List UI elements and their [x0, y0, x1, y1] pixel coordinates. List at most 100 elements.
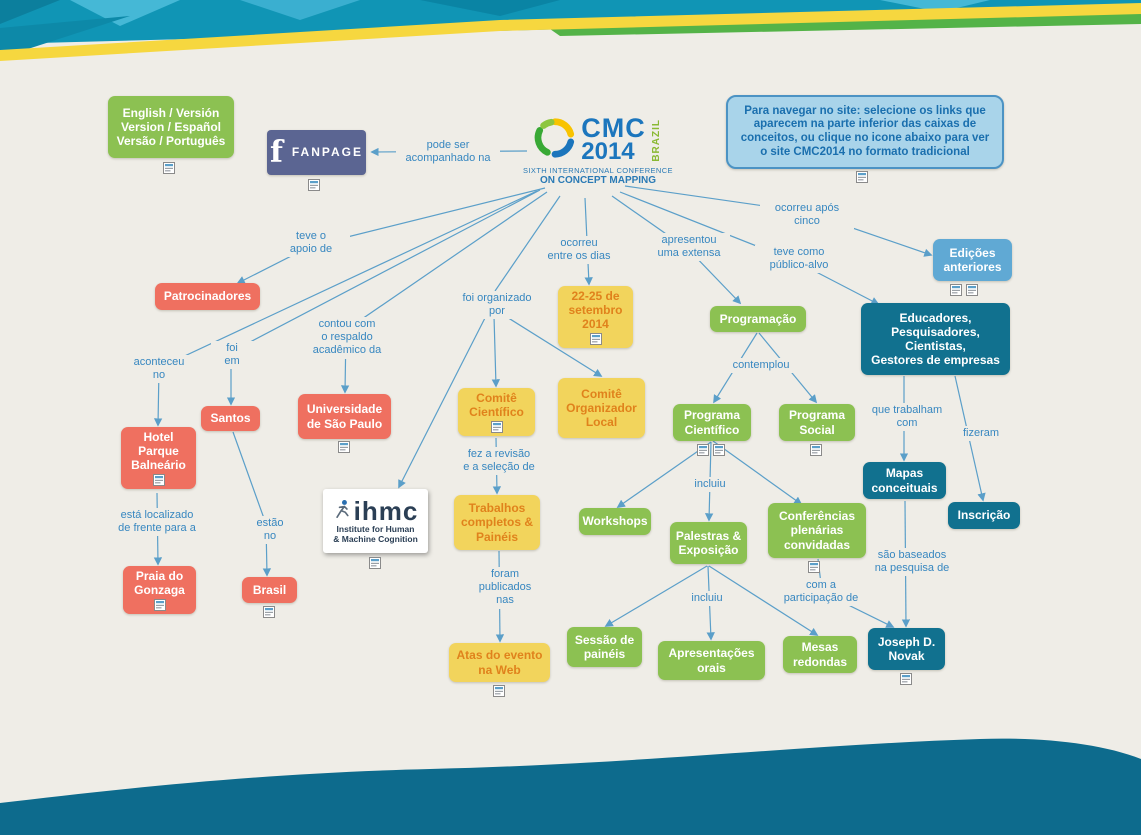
node-programa-social[interactable]: Programa Social — [779, 404, 855, 441]
fanpage-resource-icons — [308, 179, 320, 191]
bottom-wave — [0, 738, 1141, 835]
programacao-label: Programação — [719, 311, 797, 326]
novak-resource-icons — [900, 673, 912, 685]
link-incluiu-1: incluiu — [683, 477, 737, 493]
node-santos[interactable]: Santos — [201, 406, 260, 431]
cmc-swirl-icon — [534, 117, 576, 164]
resource-icon[interactable] — [263, 606, 275, 618]
brasil-resource-icons — [263, 606, 275, 618]
node-programa-cientifico[interactable]: Programa Científico — [673, 404, 751, 441]
node-navigation-info[interactable]: Para navegar no site: selecione os links… — [726, 95, 1004, 169]
edicoes-label: Edições anteriores — [943, 245, 1002, 274]
node-patrocinadores[interactable]: Patrocinadores — [155, 283, 260, 310]
link-estao-no: estão no — [246, 516, 294, 545]
link-organizado: foi organizado por — [448, 291, 546, 320]
atas-label: Atas do evento na Web — [456, 648, 543, 677]
edicoes-resource-icons — [950, 284, 978, 296]
link-trabalham: que trabalham com — [861, 403, 953, 432]
link-teve-publico: teve como público-alvo — [755, 245, 843, 274]
resource-icon[interactable] — [966, 284, 978, 296]
node-workshops[interactable]: Workshops — [579, 508, 651, 535]
node-language-versions[interactable]: English / Versión Version / Español Vers… — [108, 96, 234, 158]
node-language-label: English / Versión Version / Español Vers… — [116, 105, 226, 149]
resource-icon[interactable] — [697, 444, 709, 456]
ihmc-name: ihmc — [353, 495, 419, 526]
ihmc-subtitle: Institute for Human & Machine Cognition — [333, 523, 418, 544]
node-brasil[interactable]: Brasil — [242, 577, 297, 603]
resource-icon[interactable] — [493, 685, 505, 697]
workshops-label: Workshops — [582, 514, 648, 529]
node-universidade-sao-paulo[interactable]: Universidade de São Paulo — [298, 394, 391, 439]
node-mapas-conceituais[interactable]: Mapas conceituais — [863, 462, 946, 499]
resource-icon[interactable] — [308, 179, 320, 191]
node-fanpage[interactable]: f FANPAGE — [267, 130, 366, 175]
node-praia-do-gonzaga[interactable]: Praia do Gonzaga — [123, 566, 196, 615]
conferencias-label: Conferências plenárias convidadas — [778, 509, 856, 552]
palestras-label: Palestras & Exposição — [675, 528, 742, 557]
language-resource-icons — [163, 162, 175, 174]
top-banner — [0, 0, 1141, 61]
fanpage-label: FANPAGE — [291, 145, 364, 160]
node-comite-organizador-local[interactable]: Comitê Organizador Local — [558, 378, 645, 438]
node-atas-evento[interactable]: Atas do evento na Web — [449, 643, 550, 682]
node-comite-cientifico[interactable]: Comitê Científico — [458, 388, 535, 437]
brasil-label: Brasil — [252, 582, 287, 597]
logo-brazil-text: BRAZIL — [650, 118, 662, 162]
node-trabalhos-completos[interactable]: Trabalhos completos & Painéis — [454, 495, 540, 550]
comite-local-label: Comitê Organizador Local — [566, 386, 637, 430]
ihmc-running-man-icon — [333, 499, 351, 522]
logo-subtitle-2: ON CONCEPT MAPPING — [539, 175, 657, 187]
link-aconteceu: aconteceu no — [124, 355, 194, 384]
node-joseph-novak[interactable]: Joseph D. Novak — [868, 628, 945, 670]
link-contou: contou com o respaldo acadêmico da — [300, 317, 394, 359]
resource-icon[interactable] — [152, 474, 165, 487]
node-datas[interactable]: 22-25 de setembro 2014 — [558, 286, 633, 349]
node-mesas-redondas[interactable]: Mesas redondas — [783, 636, 857, 673]
link-foram-publicados: foram publicados nas — [468, 567, 542, 609]
ihmc-resource-icons — [369, 557, 381, 569]
conferencias-resource-icons — [808, 561, 820, 573]
navigation-info-text: Para navegar no site: selecione os links… — [740, 104, 990, 158]
santos-label: Santos — [210, 411, 251, 426]
resource-icon[interactable] — [713, 444, 725, 456]
resource-icon[interactable] — [338, 441, 350, 453]
resource-icon[interactable] — [900, 673, 912, 685]
node-programacao[interactable]: Programação — [710, 306, 806, 332]
educadores-label: Educadores, Pesquisadores, Cientistas, G… — [871, 310, 1000, 368]
praia-label: Praia do Gonzaga — [134, 569, 185, 598]
resource-icon[interactable] — [153, 599, 166, 612]
facebook-icon: f — [269, 134, 283, 170]
resource-icon[interactable] — [369, 557, 381, 569]
resource-icon[interactable] — [950, 284, 962, 296]
node-educadores[interactable]: Educadores, Pesquisadores, Cientistas, G… — [861, 303, 1010, 375]
logo-cmc-text: CMC — [581, 113, 646, 143]
link-apresentou: apresentou uma extensa — [648, 233, 730, 262]
programa-social-resource-icons — [810, 444, 822, 456]
node-inscricao[interactable]: Inscrição — [948, 502, 1020, 529]
resource-icon[interactable] — [808, 561, 820, 573]
inscricao-label: Inscrição — [957, 508, 1011, 523]
resource-icon[interactable] — [163, 162, 175, 174]
link-foi-em: foi em — [211, 341, 253, 370]
datas-label: 22-25 de setembro 2014 — [568, 289, 623, 332]
resource-icon[interactable] — [490, 421, 503, 434]
mapas-label: Mapas conceituais — [871, 466, 938, 495]
node-ihmc[interactable]: ihmc Institute for Human & Machine Cogni… — [323, 489, 428, 553]
atas-resource-icons — [493, 685, 505, 697]
node-hotel-parque-balneario[interactable]: Hotel Parque Balneário — [121, 427, 196, 490]
programa-social-label: Programa Social — [788, 408, 846, 437]
link-com-participacao: com a participação de — [776, 578, 866, 607]
resource-icon[interactable] — [589, 333, 602, 346]
link-fez-revisao: fez a revisão e a seleção de — [450, 447, 548, 476]
resource-icon[interactable] — [810, 444, 822, 456]
node-palestras-exposicao[interactable]: Palestras & Exposição — [670, 522, 747, 564]
node-sessao-paineis[interactable]: Sessão de painéis — [567, 627, 642, 667]
programa-cientifico-label: Programa Científico — [683, 408, 741, 437]
resource-icon[interactable] — [856, 171, 868, 183]
node-conferencias-plenarias[interactable]: Conferências plenárias convidadas — [768, 503, 866, 558]
logo-year-text: 2014 — [581, 138, 635, 166]
hotel-label: Hotel Parque Balneário — [131, 430, 186, 473]
node-edicoes-anteriores[interactable]: Edições anteriores — [933, 239, 1012, 281]
node-apresentacoes-orais[interactable]: Apresentações orais — [658, 641, 765, 680]
